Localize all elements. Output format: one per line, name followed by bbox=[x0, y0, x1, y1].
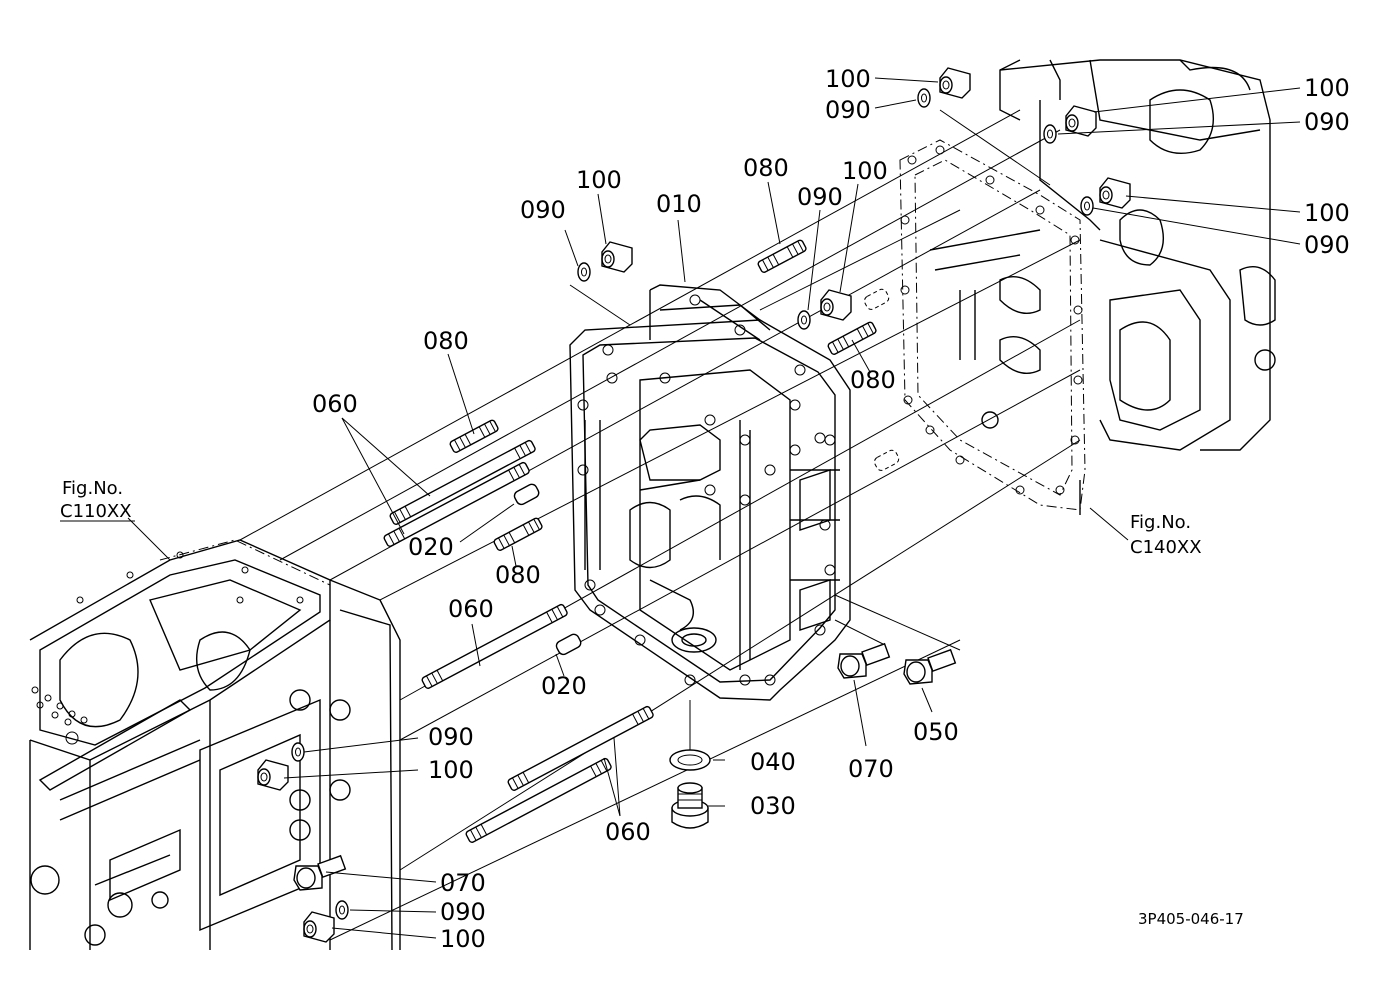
callout-100: 100 bbox=[428, 756, 474, 784]
callout-020: 020 bbox=[541, 672, 587, 700]
long-stud-060 bbox=[383, 439, 654, 843]
dowel-pin-020 bbox=[513, 288, 900, 656]
right-housing-bolt-holes bbox=[900, 145, 1083, 495]
callout-100: 100 bbox=[825, 65, 871, 93]
callout-060: 060 bbox=[448, 595, 494, 623]
hex-nut-100 bbox=[257, 67, 1131, 943]
callout-090: 090 bbox=[797, 183, 843, 211]
stud-080 bbox=[449, 239, 877, 551]
leader-lines bbox=[127, 77, 1301, 939]
figure-ref-right: Fig.No. C140XX bbox=[1130, 512, 1202, 558]
callout-100: 100 bbox=[1304, 199, 1350, 227]
callout-090: 090 bbox=[428, 723, 474, 751]
callout-090: 090 bbox=[520, 196, 566, 224]
callout-labels: 100 090 100 090 100 090 080 100 090 090 … bbox=[312, 65, 1350, 953]
callout-060: 060 bbox=[605, 818, 651, 846]
callout-030: 030 bbox=[750, 792, 796, 820]
callout-100: 100 bbox=[576, 166, 622, 194]
callout-090: 090 bbox=[825, 96, 871, 124]
left-housing-c110xx bbox=[29, 539, 401, 951]
callout-020: 020 bbox=[408, 533, 454, 561]
callout-090: 090 bbox=[440, 898, 486, 926]
callout-090: 090 bbox=[1304, 108, 1350, 136]
callout-090: 090 bbox=[1304, 231, 1350, 259]
center-housing-bolt-holes bbox=[577, 294, 836, 686]
figure-ref-right-line2: C140XX bbox=[1130, 537, 1202, 558]
right-housing-c140xx bbox=[899, 59, 1276, 515]
figure-ref-left: Fig.No. C110XX bbox=[60, 478, 135, 522]
callout-070: 070 bbox=[440, 869, 486, 897]
callout-050: 050 bbox=[913, 718, 959, 746]
callout-080: 080 bbox=[495, 561, 541, 589]
callout-080: 080 bbox=[850, 366, 896, 394]
callout-100: 100 bbox=[1304, 74, 1350, 102]
callout-080: 080 bbox=[423, 327, 469, 355]
callout-100: 100 bbox=[842, 157, 888, 185]
callout-040: 040 bbox=[750, 748, 796, 776]
plug-070 bbox=[293, 642, 891, 891]
plug-050 bbox=[903, 648, 957, 685]
washer-090 bbox=[291, 88, 1094, 920]
figure-ref-left-line1: Fig.No. bbox=[62, 478, 123, 499]
plug-030 bbox=[671, 782, 709, 829]
callout-060: 060 bbox=[312, 390, 358, 418]
center-housing-010 bbox=[569, 284, 851, 701]
left-housing-bolt-holes bbox=[31, 551, 304, 726]
drawing-code: 3P405-046-17 bbox=[1138, 910, 1244, 928]
callout-070: 070 bbox=[848, 755, 894, 783]
figure-ref-left-line2: C110XX bbox=[60, 501, 132, 522]
figure-ref-right-line1: Fig.No. bbox=[1130, 512, 1191, 533]
callout-100: 100 bbox=[440, 925, 486, 953]
callout-010: 010 bbox=[656, 190, 702, 218]
callout-080: 080 bbox=[743, 154, 789, 182]
seal-040 bbox=[669, 749, 711, 771]
